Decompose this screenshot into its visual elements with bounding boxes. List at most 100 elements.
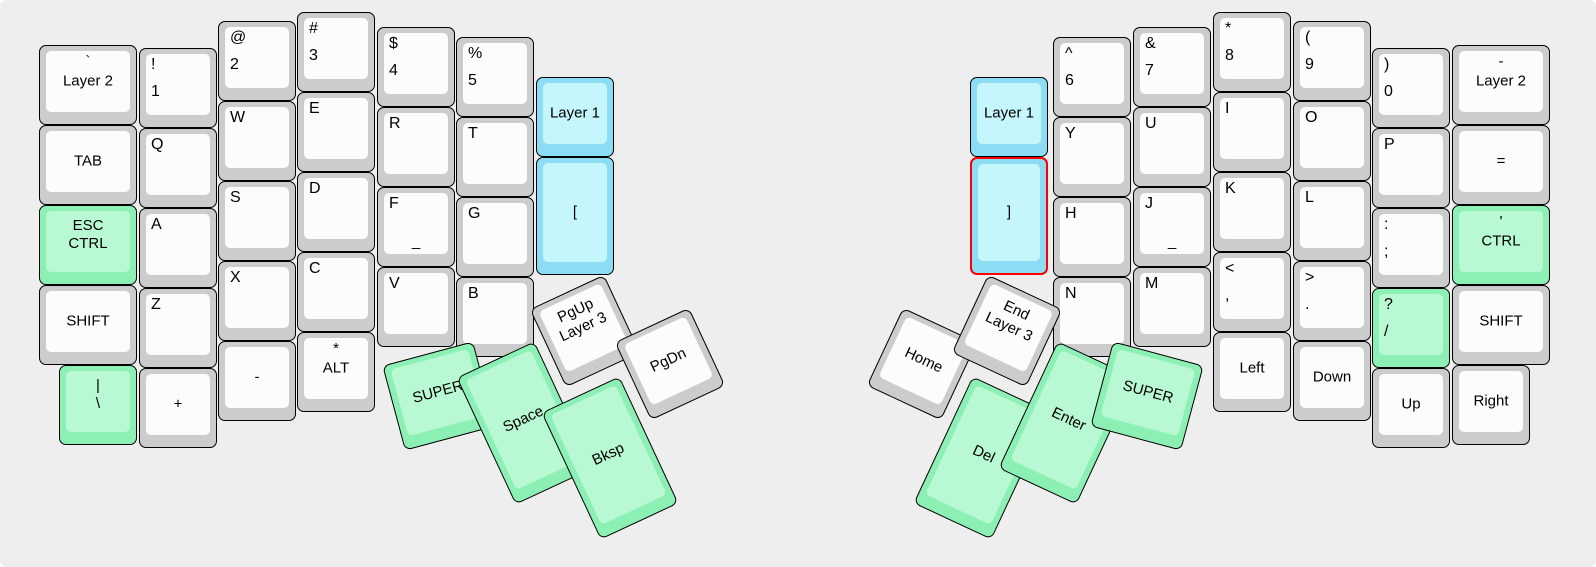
keycap: P (1379, 134, 1443, 195)
key-c[interactable]: C (297, 252, 375, 332)
keycap: ' CTRL (1459, 211, 1543, 272)
key-tab[interactable]: TAB (39, 125, 137, 205)
key-legend-base: A (151, 216, 162, 233)
key-equals[interactable]: = (1452, 125, 1550, 205)
keycap: % 5 (463, 43, 527, 104)
key-minus-layer2[interactable]: - Layer 2 (1452, 45, 1550, 125)
key-left-arrow[interactable]: Left (1213, 332, 1291, 412)
keycap: Home (878, 316, 969, 406)
key-o[interactable]: O (1293, 101, 1371, 181)
key-legend-base: ; (1384, 243, 1389, 260)
key-d[interactable]: D (297, 172, 375, 252)
keycap: Right (1459, 371, 1523, 432)
key-bracket-right[interactable]: ] (970, 157, 1048, 275)
key-h[interactable]: H (1053, 197, 1131, 277)
key-w[interactable]: W (218, 101, 296, 181)
key-minus-left[interactable]: - (218, 341, 296, 421)
key-r[interactable]: R (377, 107, 455, 187)
key-up-arrow[interactable]: Up (1372, 368, 1450, 448)
key-slash[interactable]: ? / (1372, 288, 1450, 368)
key-esc-ctrl[interactable]: ESC CTRL (39, 205, 137, 285)
key-legend-main: Down (1312, 367, 1352, 385)
key-g[interactable]: G (456, 197, 534, 277)
key-down-arrow[interactable]: Down (1293, 341, 1371, 421)
keycap: & 7 (1140, 33, 1204, 94)
key-bracket-left[interactable]: [ (536, 157, 614, 275)
key-s[interactable]: S (218, 181, 296, 261)
key-7[interactable]: & 7 (1133, 27, 1211, 107)
key-legend-top: ' (1499, 213, 1503, 230)
key-legend-top: * (333, 340, 339, 357)
key-legend-line2: CTRL (68, 235, 108, 252)
key-comma[interactable]: < , (1213, 252, 1291, 332)
key-u[interactable]: U (1133, 107, 1211, 187)
key-l[interactable]: L (1293, 181, 1371, 261)
key-legend-main: TAB (73, 151, 103, 169)
key-shift-right[interactable]: SHIFT (1452, 285, 1550, 365)
key-legend-base: 5 (468, 72, 477, 89)
key-period[interactable]: > . (1293, 261, 1371, 341)
key-legend-base: C (309, 260, 321, 277)
key-legend-main: - (254, 367, 260, 385)
key-pipe-backslash[interactable]: | \ (59, 365, 137, 445)
key-m[interactable]: M (1133, 267, 1211, 347)
key-quote-ctrl[interactable]: ' CTRL (1452, 205, 1550, 285)
key-t[interactable]: T (456, 117, 534, 197)
key-f[interactable]: F _ (377, 187, 455, 267)
key-right-arrow[interactable]: Right (1452, 365, 1530, 445)
key-legend-top: ` (85, 53, 91, 70)
key-legend-base: 1 (151, 83, 160, 100)
key-9[interactable]: ( 9 (1293, 21, 1371, 101)
keycap: Layer 1 (543, 83, 607, 144)
key-6[interactable]: ^ 6 (1053, 37, 1131, 117)
keycap: Layer 1 (977, 83, 1041, 144)
key-x[interactable]: X (218, 261, 296, 341)
key-legend-main: Layer 2 (62, 71, 114, 89)
key-legend-base: P (1384, 136, 1395, 153)
key-semicolon[interactable]: : ; (1372, 208, 1450, 288)
key-legend-main: + (173, 394, 183, 412)
key-layer1-right[interactable]: Layer 1 (970, 77, 1048, 157)
key-plus[interactable]: + (139, 368, 217, 448)
key-layer1-left[interactable]: Layer 1 (536, 77, 614, 157)
key-0[interactable]: ) 0 (1372, 48, 1450, 128)
key-legend-base: W (230, 109, 246, 126)
key-p[interactable]: P (1372, 128, 1450, 208)
key-legend-main: Home (902, 343, 946, 376)
key-v[interactable]: V (377, 267, 455, 347)
key-5[interactable]: % 5 (456, 37, 534, 117)
key-legend-base: . (1305, 296, 1310, 313)
key-j[interactable]: J _ (1133, 187, 1211, 267)
key-2[interactable]: @ 2 (218, 21, 296, 101)
key-3[interactable]: # 3 (297, 12, 375, 92)
key-z[interactable]: Z (139, 288, 217, 368)
homing-bar-indicator: _ (1167, 233, 1177, 251)
key-legend-shifted: < (1225, 260, 1235, 277)
keycap: [ (543, 163, 607, 262)
key-legend-base: O (1305, 109, 1318, 126)
keycap: Left (1220, 338, 1284, 399)
keycap: Down (1300, 347, 1364, 408)
key-legend-main: Layer 1 (549, 103, 601, 121)
key-alt[interactable]: * ALT (297, 332, 375, 412)
key-i[interactable]: I (1213, 92, 1291, 172)
keycap: SHIFT (1459, 291, 1543, 352)
key-8[interactable]: * 8 (1213, 12, 1291, 92)
key-4[interactable]: $ 4 (377, 27, 455, 107)
key-a[interactable]: A (139, 208, 217, 288)
key-legend-base: 9 (1305, 56, 1314, 73)
keycap: G (463, 203, 527, 264)
key-1[interactable]: ! 1 (139, 48, 217, 128)
keycap: SHIFT (46, 291, 130, 352)
key-y[interactable]: Y (1053, 117, 1131, 197)
key-e[interactable]: E (297, 92, 375, 172)
key-k[interactable]: K (1213, 172, 1291, 252)
key-q[interactable]: Q (139, 128, 217, 208)
keycap: @ 2 (225, 27, 289, 88)
key-grave-layer2[interactable]: ` Layer 2 (39, 45, 137, 125)
keycap: Q (146, 134, 210, 195)
key-legend-shifted: ) (1384, 56, 1390, 73)
keycap: S (225, 187, 289, 248)
key-shift-left[interactable]: SHIFT (39, 285, 137, 365)
